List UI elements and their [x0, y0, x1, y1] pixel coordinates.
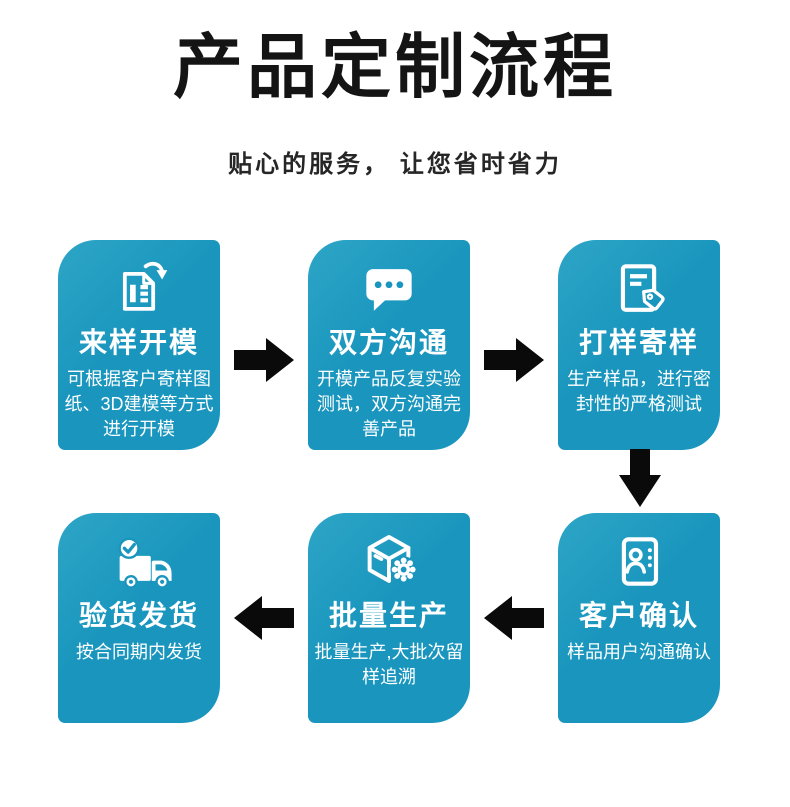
chat-bubble-icon [355, 255, 423, 323]
arrow-left-icon [484, 596, 544, 640]
step-description: 按合同期内发货 [76, 641, 202, 662]
document-tag-icon [605, 255, 673, 323]
arrow-down-icon [619, 449, 661, 507]
step-card-inspection-shipping: 验货发货 按合同期内发货 [58, 513, 220, 723]
step-card-customer-confirm: 客户确认 样品用户沟通确认 [558, 513, 720, 723]
page-title: 产品定制流程 [173, 28, 617, 106]
arrow-right-icon [234, 338, 294, 382]
step-description: 批量生产,大批次留样追溯 [314, 641, 464, 687]
step-card-communication: 双方沟通 开模产品反复实验测试，双方沟通完善产品 [308, 240, 470, 450]
step-title: 客户确认 [578, 600, 699, 631]
step-title: 双方沟通 [328, 327, 449, 358]
step-card-mass-production: 批量生产 批量生产,大批次留样追溯 [308, 513, 470, 723]
step-title: 来样开模 [78, 327, 199, 358]
box-gear-icon [355, 528, 423, 596]
truck-check-icon [105, 528, 173, 596]
step-title: 打样寄样 [578, 327, 699, 358]
arrow-left-icon [234, 596, 294, 640]
page-subtitle: 贴心的服务， 让您省时省力 [228, 151, 562, 178]
step-description: 可根据客户寄样图纸、3D建模等方式进行开模 [64, 368, 214, 439]
document-remold-icon [105, 255, 173, 323]
step-title: 验货发货 [78, 600, 199, 631]
step-card-sampling: 打样寄样 生产样品，进行密封性的严格测试 [558, 240, 720, 450]
step-card-sample-molding: 来样开模 可根据客户寄样图纸、3D建模等方式进行开模 [58, 240, 220, 450]
step-description: 开模产品反复实验测试，双方沟通完善产品 [317, 368, 461, 439]
step-description: 生产样品，进行密封性的严格测试 [567, 368, 711, 414]
customer-id-icon [605, 528, 673, 596]
step-title: 批量生产 [328, 600, 449, 631]
step-description: 样品用户沟通确认 [567, 641, 711, 662]
arrow-right-icon [484, 338, 544, 382]
